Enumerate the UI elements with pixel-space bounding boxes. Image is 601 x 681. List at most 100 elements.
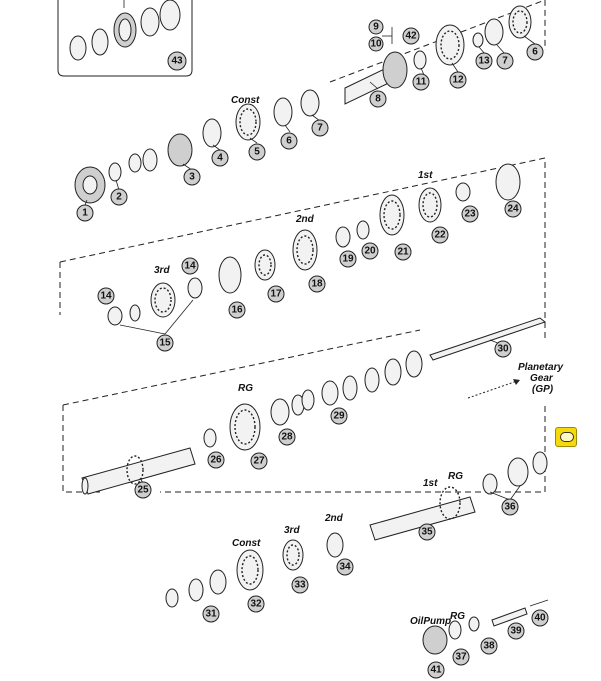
- callout-23: 23: [461, 205, 479, 223]
- svg-text:30: 30: [497, 344, 509, 355]
- callouts: 43 9 10 42 11 12 13 7 6 8 5 6 7 4 3 2 1 …: [76, 19, 549, 679]
- svg-text:28: 28: [281, 432, 293, 443]
- comment-icon[interactable]: [555, 427, 577, 447]
- label-first-top: 1st: [418, 170, 433, 181]
- comment-bubble-icon: [560, 432, 574, 442]
- callout-26: 26: [207, 451, 225, 469]
- callout-8: 8: [369, 90, 387, 108]
- label-third: 3rd: [154, 265, 170, 276]
- callout-30: 30: [494, 340, 512, 358]
- row4-parts: [203, 317, 547, 451]
- svg-text:33: 33: [294, 580, 306, 591]
- callout-27: 27: [250, 452, 268, 470]
- svg-text:24: 24: [507, 204, 519, 215]
- panel-frames: [59, 0, 546, 493]
- callout-35: 35: [418, 523, 436, 541]
- callout-37: 37: [452, 648, 470, 666]
- label-rg-pump: RG: [450, 611, 465, 622]
- svg-text:8: 8: [375, 94, 381, 105]
- svg-text:5: 5: [254, 147, 260, 158]
- shaft-35: [369, 451, 548, 541]
- svg-text:6: 6: [286, 136, 292, 147]
- callout-9: 9: [368, 19, 384, 35]
- svg-text:15: 15: [159, 338, 171, 349]
- label-planetary-2: Gear: [530, 373, 554, 384]
- callout-5: 5: [248, 143, 266, 161]
- callout-39: 39: [507, 622, 525, 640]
- label-third-bottom: 3rd: [284, 525, 300, 536]
- svg-text:13: 13: [478, 56, 490, 67]
- inset-parts: [69, 0, 181, 61]
- svg-text:26: 26: [210, 455, 222, 466]
- callout-22: 22: [431, 226, 449, 244]
- leader-lines: [84, 27, 536, 501]
- label-second: 2nd: [295, 214, 315, 225]
- callout-12: 12: [449, 71, 467, 89]
- svg-text:38: 38: [483, 641, 495, 652]
- callout-4: 4: [211, 149, 229, 167]
- callout-25: 25: [134, 481, 152, 499]
- callout-34: 34: [336, 558, 354, 576]
- svg-text:3: 3: [189, 172, 195, 183]
- callout-2: 2: [110, 188, 128, 206]
- bottom-row-parts: [165, 532, 344, 608]
- svg-text:7: 7: [317, 123, 323, 134]
- svg-text:23: 23: [464, 209, 476, 220]
- label-planetary-3: (GP): [532, 384, 554, 395]
- label-rg-mid: RG: [238, 383, 253, 394]
- label-rg-bottom: RG: [448, 471, 463, 482]
- callout-38: 38: [480, 637, 498, 655]
- callout-28: 28: [278, 428, 296, 446]
- svg-text:40: 40: [534, 613, 546, 624]
- svg-text:25: 25: [137, 485, 149, 496]
- callout-29: 29: [330, 407, 348, 425]
- callout-7: 7: [311, 119, 329, 137]
- row1-parts: [344, 5, 532, 105]
- svg-text:10: 10: [370, 39, 382, 50]
- callout-33: 33: [291, 576, 309, 594]
- svg-text:14: 14: [184, 261, 196, 272]
- callout-18: 18: [308, 275, 326, 293]
- svg-text:29: 29: [333, 411, 345, 422]
- callout-3: 3: [183, 168, 201, 186]
- callout-1: 1: [76, 204, 94, 222]
- callout-36: 36: [501, 498, 519, 516]
- svg-text:7: 7: [502, 56, 508, 67]
- callout-21: 21: [394, 243, 412, 261]
- callout-40: 40: [531, 609, 549, 627]
- svg-text:1: 1: [82, 208, 88, 219]
- svg-text:6: 6: [532, 47, 538, 58]
- row3-parts: [107, 163, 521, 326]
- callout-14-right: 14: [181, 257, 199, 275]
- svg-text:2: 2: [116, 192, 122, 203]
- svg-text:39: 39: [510, 626, 522, 637]
- svg-text:41: 41: [430, 665, 442, 676]
- callout-24: 24: [504, 200, 522, 218]
- svg-text:36: 36: [504, 502, 516, 513]
- svg-text:31: 31: [205, 609, 217, 620]
- main-shaft: [81, 447, 196, 495]
- svg-text:34: 34: [339, 562, 351, 573]
- callout-17: 17: [267, 285, 285, 303]
- label-oilpump: OilPump: [410, 616, 451, 627]
- inset-frame: [57, 0, 193, 77]
- svg-text:12: 12: [452, 75, 464, 86]
- row2-parts: [74, 89, 320, 204]
- callout-13: 13: [475, 52, 493, 70]
- callout-14-left: 14: [97, 287, 115, 305]
- svg-text:43: 43: [171, 56, 183, 67]
- callout-20: 20: [361, 242, 379, 260]
- callout-41: 41: [427, 661, 445, 679]
- callout-10: 10: [368, 36, 384, 52]
- svg-text:19: 19: [342, 254, 354, 265]
- callout-31: 31: [202, 605, 220, 623]
- callout-11: 11: [412, 73, 430, 91]
- svg-text:22: 22: [434, 230, 446, 241]
- svg-text:21: 21: [397, 247, 409, 258]
- svg-text:37: 37: [455, 652, 467, 663]
- callout-6a: 6: [526, 43, 544, 61]
- svg-text:35: 35: [421, 527, 433, 538]
- label-const-top: Const: [231, 95, 260, 106]
- callout-19: 19: [339, 250, 357, 268]
